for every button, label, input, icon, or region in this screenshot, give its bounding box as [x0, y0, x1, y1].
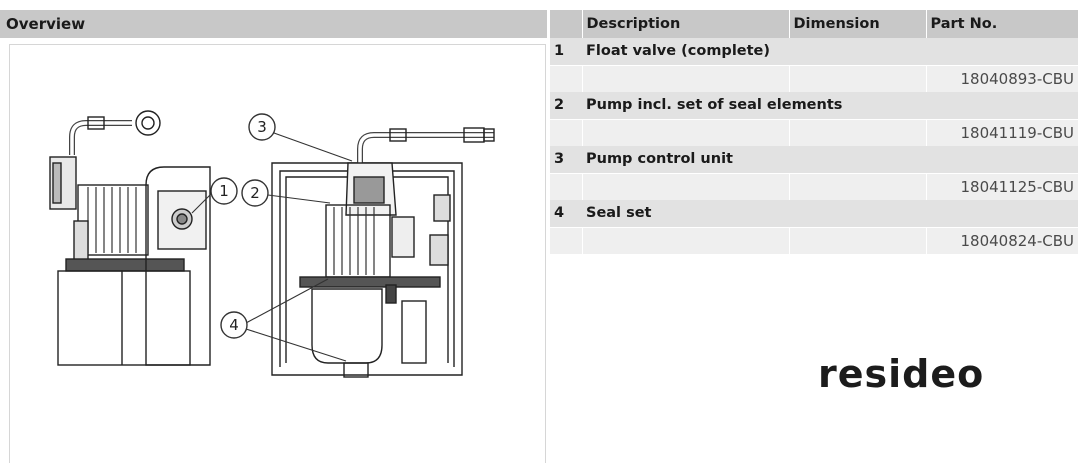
item-dimension: [789, 118, 927, 146]
empty-cell: [582, 64, 790, 92]
empty-cell: [550, 118, 583, 146]
pump-unit-illustration: 3 1 2 4: [49, 110, 495, 378]
table-row: 1 Float valve (complete): [550, 38, 1078, 65]
header-dimension: Dimension: [789, 10, 927, 38]
table-row: 18040893-CBU: [550, 64, 1078, 92]
table-row: 3 Pump control unit: [550, 146, 1078, 173]
table-row: 2 Pump incl. set of seal elements: [550, 92, 1078, 119]
item-description: Seal set: [582, 200, 1078, 227]
exploded-view-drawing: 3 1 2 4: [9, 44, 546, 463]
table-row: 4 Seal set: [550, 200, 1078, 227]
empty-cell: [582, 172, 790, 200]
table-row: 18041125-CBU: [550, 172, 1078, 200]
item-dimension: [789, 64, 927, 92]
empty-cell: [550, 226, 583, 254]
resideo-logo: resideo: [818, 352, 985, 396]
item-part-no: 18040893-CBU: [926, 64, 1078, 92]
callout-4-circle: [220, 311, 248, 339]
item-dimension: [789, 172, 927, 200]
callout-2-label: 2: [250, 184, 260, 202]
parts-table: Description Dimension Part No. 1 Float v…: [550, 10, 1078, 254]
callout-1-label: 1: [219, 182, 229, 200]
item-number: 4: [550, 200, 582, 227]
table-header-row: Description Dimension Part No.: [550, 10, 1078, 38]
item-number: 2: [550, 92, 582, 119]
empty-cell: [550, 172, 583, 200]
item-part-no: 18041119-CBU: [926, 118, 1078, 146]
header-description: Description: [582, 10, 790, 38]
header-part-no: Part No.: [926, 10, 1078, 38]
header-number: [550, 10, 583, 38]
empty-cell: [582, 118, 790, 146]
empty-cell: [582, 226, 790, 254]
table-row: 18041119-CBU: [550, 118, 1078, 146]
item-description: Pump incl. set of seal elements: [582, 92, 1078, 119]
item-part-no: 18041125-CBU: [926, 172, 1078, 200]
callout-3-label: 3: [257, 118, 267, 136]
callout-1-circle: [210, 177, 238, 205]
item-part-no: 18040824-CBU: [926, 226, 1078, 254]
item-dimension: [789, 226, 927, 254]
table-row: 18040824-CBU: [550, 226, 1078, 254]
item-description: Float valve (complete): [582, 38, 1078, 65]
item-number: 1: [550, 38, 582, 65]
overview-header: Overview: [0, 10, 547, 38]
callout-4-label: 4: [229, 316, 239, 334]
empty-cell: [550, 64, 583, 92]
item-number: 3: [550, 146, 582, 173]
overview-title: Overview: [6, 15, 86, 33]
item-description: Pump control unit: [582, 146, 1078, 173]
callout-3-circle: [248, 113, 276, 141]
callout-2-circle: [241, 179, 269, 207]
